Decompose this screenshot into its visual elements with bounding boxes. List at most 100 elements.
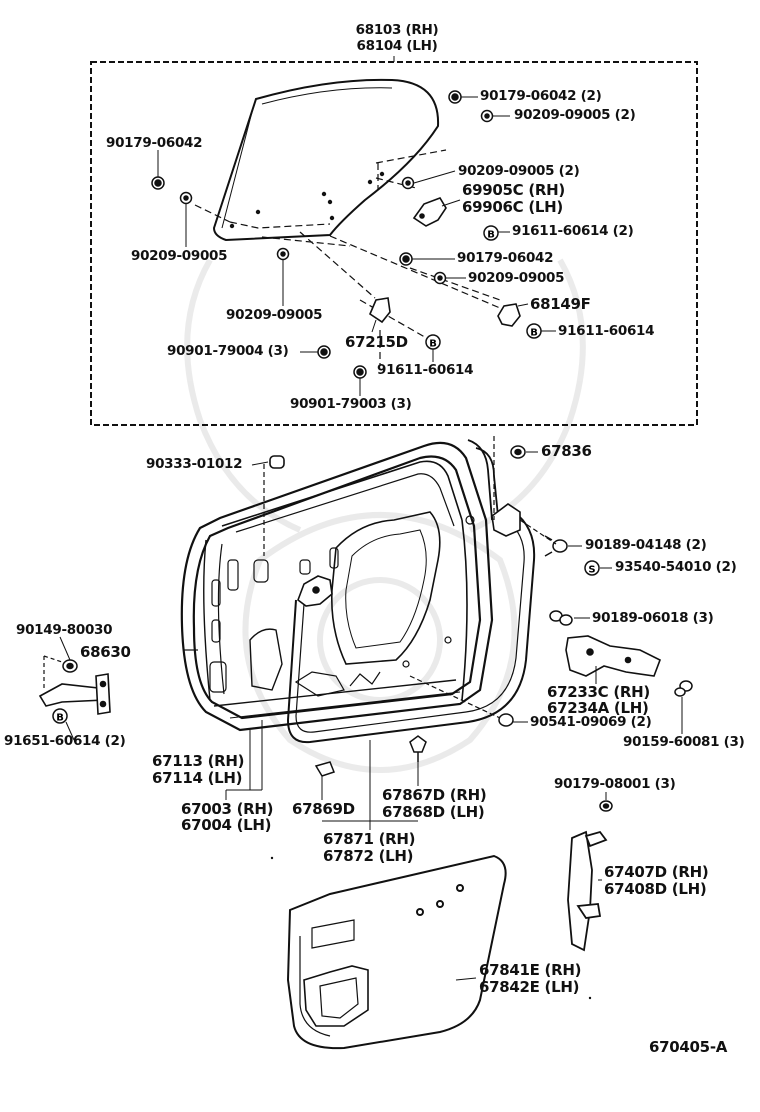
part-label: 67234A (LH)	[547, 699, 649, 717]
part-label: 67871 (RH)	[323, 830, 416, 848]
part-label: 90189-04148 (2)	[585, 537, 707, 553]
bolt-icon	[62, 659, 78, 673]
svg-text:S: S	[588, 565, 595, 576]
glass-dashed-guides	[194, 149, 501, 365]
washer-icon	[276, 247, 290, 261]
part-label: 67215D	[345, 333, 408, 351]
stray-dot	[270, 856, 274, 860]
part-label: 90541-09069 (2)	[530, 714, 652, 730]
washer-icon	[433, 271, 447, 285]
leader-dashed	[519, 519, 557, 545]
door-shell-holes	[209, 515, 475, 693]
door-cushion	[498, 713, 514, 727]
clip-icon	[510, 445, 526, 459]
part-label: 90149-80030	[16, 622, 113, 638]
bolt-marker-b: B	[483, 225, 499, 241]
clip-part	[314, 761, 335, 777]
svg-text:B: B	[429, 339, 437, 350]
part-label: 67869D	[292, 800, 355, 818]
svg-text:B: B	[487, 230, 495, 241]
part-label: 90179-06042	[106, 135, 203, 151]
part-label: 91611-60614	[377, 362, 474, 378]
washer-icon	[179, 191, 193, 205]
glass-run-bracket	[497, 303, 521, 327]
nut-icon	[399, 252, 413, 266]
washer-icon	[401, 176, 415, 190]
bolt-marker-b: B	[425, 334, 441, 350]
stray-dot	[588, 996, 592, 1000]
part-label: 90179-06042 (2)	[480, 88, 602, 104]
rear-door-channel	[491, 503, 521, 537]
door-glass	[214, 80, 438, 240]
part-label: 67407D (RH)	[604, 863, 709, 881]
weatherstrip-clip	[409, 735, 427, 762]
part-label: 67842E (LH)	[479, 978, 580, 996]
part-label: 90333-01012	[146, 456, 243, 472]
hole-plug	[269, 455, 285, 469]
part-label: 90179-06042	[457, 250, 554, 266]
door-trim-panel	[288, 856, 506, 1048]
part-label: 67408D (LH)	[604, 880, 707, 898]
leader-dashed	[409, 675, 501, 719]
glass-run-channel	[468, 440, 498, 520]
part-label: 67003 (RH)	[181, 800, 274, 818]
part-label: 67004 (LH)	[181, 816, 272, 834]
leader-lines-glass	[157, 96, 556, 396]
part-label: 69905C (RH)	[462, 181, 565, 199]
part-label: 91611-60614 (2)	[512, 223, 634, 239]
part-label: 68630	[80, 643, 131, 661]
part-label: 68149F	[530, 295, 591, 313]
part-label: 67868D (LH)	[382, 803, 485, 821]
part-label: 67867D (RH)	[382, 786, 487, 804]
screw-marker-s: S	[584, 560, 600, 576]
door-lock-assembly	[297, 575, 333, 607]
leader-dashed	[43, 655, 63, 663]
part-label: 90209-09005	[226, 307, 323, 323]
part-label: 90209-09005	[468, 270, 565, 286]
part-label: 90159-60081 (3)	[623, 734, 745, 750]
door-shell	[182, 443, 492, 730]
part-label: 69906C (LH)	[462, 198, 563, 216]
part-label: 67841E (RH)	[479, 961, 582, 979]
part-label: 90209-09005	[131, 248, 228, 264]
nut-icon	[448, 90, 462, 104]
bolt-icon	[544, 535, 568, 557]
part-label: 67114 (LH)	[152, 769, 243, 787]
part-label: 91611-60614	[558, 323, 655, 339]
bolt-marker-b: B	[526, 323, 542, 339]
part-label: 90901-79004 (3)	[167, 343, 289, 359]
nut-icon	[353, 365, 367, 379]
glass-fasteners	[151, 90, 494, 379]
part-label: 90179-08001 (3)	[554, 776, 676, 792]
glass-channel-bracket-front	[369, 297, 391, 324]
svg-text:B: B	[530, 328, 538, 339]
part-label: 67872 (LH)	[323, 847, 414, 865]
washer-icon	[480, 109, 494, 123]
part-label: 68104 (LH)	[356, 38, 438, 54]
glass-channel-bracket-rear	[412, 197, 447, 227]
bolt-icon	[549, 610, 573, 626]
glass-mount-holes	[229, 171, 385, 229]
rear-lower-sash-channel	[567, 830, 608, 952]
part-label: 90189-06018 (3)	[592, 610, 714, 626]
part-label: 68103 (RH)	[355, 22, 439, 38]
part-label: 91651-60614 (2)	[4, 733, 126, 749]
door-weatherstrip	[288, 512, 534, 742]
door-check-arm	[38, 673, 111, 715]
bolt-icon	[674, 680, 693, 697]
part-label: 67836	[541, 442, 592, 460]
svg-text:B: B	[56, 713, 64, 724]
part-label: 67233C (RH)	[547, 683, 650, 701]
leader-lines-door	[59, 451, 683, 981]
nut-icon	[599, 800, 613, 812]
part-label: 90209-09005 (2)	[514, 107, 636, 123]
part-label: 67113 (RH)	[152, 752, 245, 770]
nut-icon	[317, 345, 331, 359]
part-label: 90901-79003 (3)	[290, 396, 412, 412]
part-label: 93540-54010 (2)	[615, 559, 737, 575]
nut-icon	[151, 176, 165, 190]
diagram-reference-code: 670405-A	[649, 1038, 728, 1056]
bolt-marker-b: B	[52, 708, 68, 724]
door-hinge-upper	[565, 635, 662, 677]
